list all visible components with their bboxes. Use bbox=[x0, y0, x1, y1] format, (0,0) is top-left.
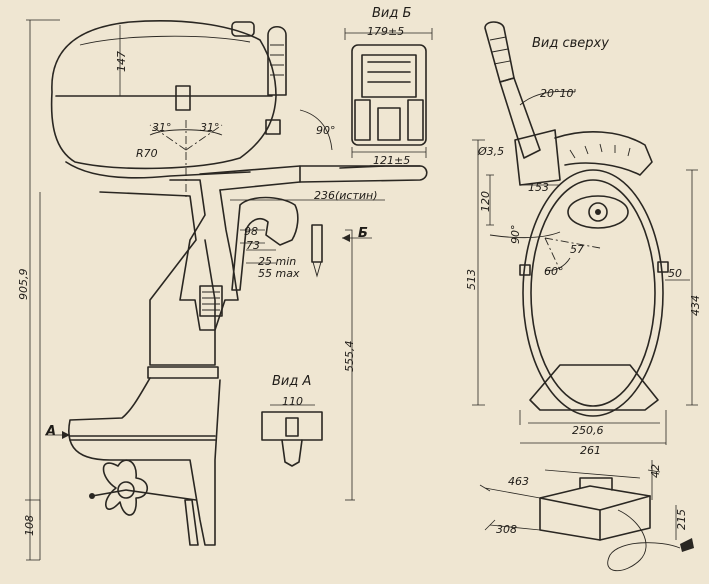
dim-55-max: 55 max bbox=[258, 267, 300, 280]
top-view-tiller bbox=[484, 21, 515, 83]
view-b-clamp bbox=[344, 28, 433, 158]
motor-hood bbox=[50, 20, 277, 170]
dim-215: 215 bbox=[675, 509, 688, 530]
dim-555: 555,4 bbox=[343, 340, 356, 373]
top-view-cowling bbox=[522, 169, 664, 417]
drive-shaft-housing bbox=[99, 191, 216, 366]
dim-905: 905,9 bbox=[17, 268, 30, 301]
dim-50: 50 bbox=[668, 267, 682, 280]
motor-side-view bbox=[50, 20, 428, 546]
dim-57: 57 bbox=[570, 243, 584, 256]
dim-60: 60° bbox=[544, 265, 564, 278]
dim-236: 236(истин) bbox=[314, 189, 378, 202]
dim-d3-5: Ø3,5 bbox=[478, 145, 505, 158]
transom-clamp bbox=[231, 196, 299, 291]
fuel-tank bbox=[479, 460, 694, 572]
dim-121: 121±5 bbox=[373, 154, 411, 167]
view-a-cross-section bbox=[261, 404, 323, 467]
dim-110: 110 bbox=[282, 395, 303, 408]
view-b-title: Вид Б bbox=[372, 6, 412, 21]
dim-513: 513 bbox=[465, 269, 478, 290]
tiller-grip bbox=[267, 25, 287, 96]
propeller bbox=[89, 459, 197, 516]
dim-90b: 90° bbox=[509, 224, 522, 245]
tiller-arm bbox=[199, 165, 428, 191]
dim-42: 42 bbox=[649, 464, 662, 478]
top-view-cap bbox=[567, 195, 629, 229]
dim-120: 120 bbox=[479, 191, 492, 212]
top-view bbox=[472, 21, 698, 445]
lower-unit bbox=[68, 377, 221, 546]
dim-250-6: 250,6 bbox=[572, 424, 604, 437]
view-top-title: Вид сверху bbox=[532, 36, 609, 51]
dim-25-min: 25 min bbox=[258, 255, 297, 268]
dim-73: 73 bbox=[246, 239, 260, 252]
dim-153: 153 bbox=[528, 181, 549, 194]
dim-r70: R70 bbox=[136, 147, 158, 160]
section-marker-b: Б bbox=[358, 226, 368, 241]
tiller-hinge bbox=[265, 119, 281, 135]
dim-463: 463 bbox=[508, 475, 529, 488]
dim-147: 147 bbox=[115, 51, 128, 72]
dim-434: 434 bbox=[689, 295, 702, 316]
dim-108: 108 bbox=[23, 515, 36, 536]
dim-20-10: 20°10' bbox=[540, 87, 577, 100]
fuel-cap bbox=[231, 21, 255, 37]
section-marker-a: A bbox=[46, 424, 57, 439]
dim-31-right: 31° bbox=[200, 121, 220, 134]
dim-90: 90° bbox=[316, 124, 336, 137]
view-a-title: Вид А bbox=[272, 374, 312, 389]
clamp-screw bbox=[199, 285, 223, 317]
dim-179: 179±5 bbox=[367, 25, 405, 38]
side-dimension-lines bbox=[25, 19, 385, 561]
dim-31-left: 31° bbox=[152, 121, 172, 134]
hood-latch bbox=[175, 85, 191, 111]
dim-98: 98 bbox=[244, 225, 258, 238]
dim-261: 261 bbox=[580, 444, 601, 457]
swivel-bracket bbox=[169, 179, 239, 331]
dim-308: 308 bbox=[496, 523, 517, 536]
